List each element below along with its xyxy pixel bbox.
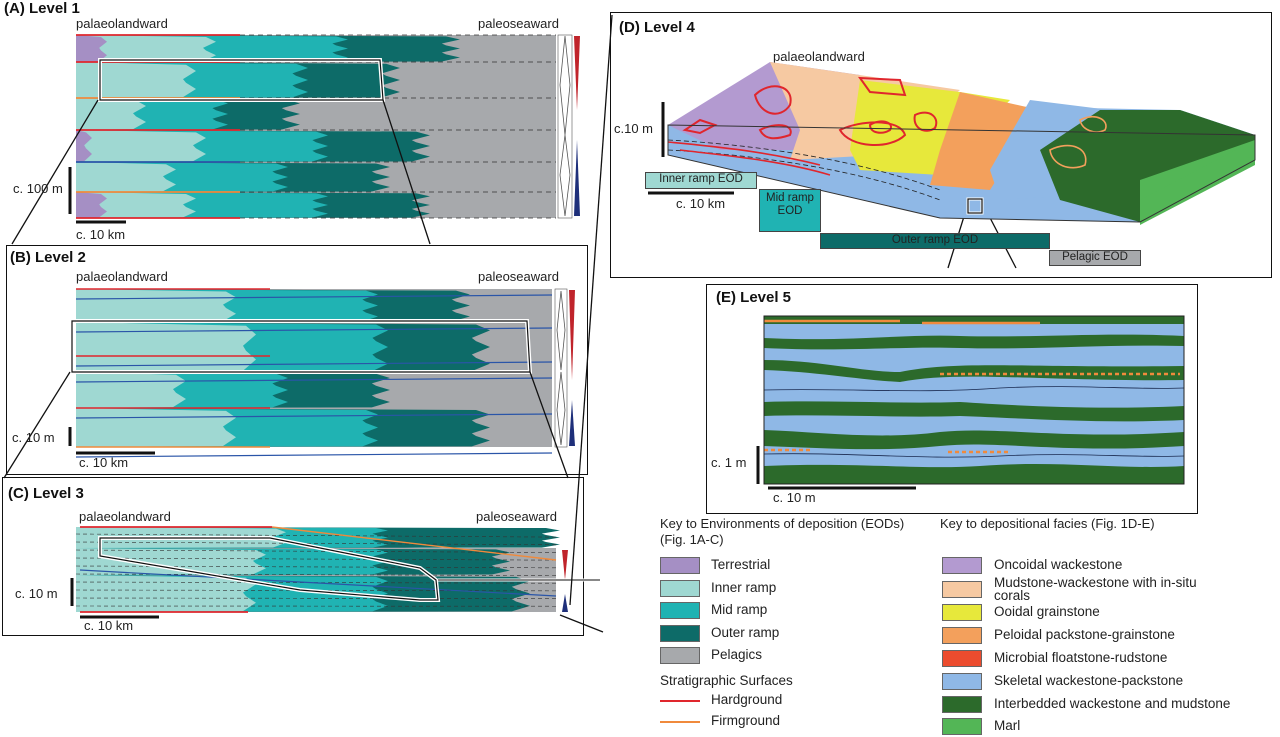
inner-ramp-unit [76,98,146,130]
panel-b-hscale: c. 10 km [79,455,129,470]
key-facies-item: Microbial floatstone-rudstone [994,650,1168,665]
panel-b-vscale: c. 10 m [12,430,55,445]
panel-c-vscale: c. 10 m [15,586,58,601]
key-eod-item: Outer ramp [711,625,780,640]
correlation-line [75,557,557,561]
terrestrial-unit [76,130,92,162]
panel-c-hscale: c. 10 km [84,618,134,633]
panel-b-landward-label: palaeolandward [76,269,168,284]
inner-ramp-unit [76,548,266,575]
key-facies-item: Interbedded wackestone and mudstone [994,696,1231,711]
terrestrial-unit [76,35,107,62]
panel-c-landward-label: palaeolandward [79,509,171,524]
key-facies-item: Skeletal wackestone-packstone [994,673,1184,688]
inner-ramp-unit [76,575,256,612]
flooding-surface [75,294,553,300]
key-facies-item: Oncoidal wackestone [994,557,1123,572]
panel-c-seaward-label: paleoseaward [476,509,557,524]
panel-a-landward-label: palaeolandward [76,16,168,31]
panel-e-vscale: c. 1 m [711,455,747,470]
correlation-line [75,597,557,599]
flooding-surface [75,361,553,367]
panel-a-vscale: c. 100 m [13,181,63,196]
panel-a-hscale: c. 10 km [76,227,126,242]
panel-b-cross-section [3,288,575,479]
eod-pelagic-label: Pelagic EOD [1049,250,1141,266]
inner-ramp-unit [76,62,196,98]
inner-ramp-unit [76,130,206,162]
key-eod-title: Key to Environments of deposition (EODs)… [660,516,905,547]
flooding-surface [75,327,553,333]
panel-d-vscale: c.10 m [614,121,654,136]
inner-ramp-unit [76,289,236,322]
key-facies-item: Mudstone-wackestone with in-situ corals [994,575,1197,603]
inner-ramp-unit [76,35,216,62]
inner-ramp-unit [76,322,256,372]
correlation-line [75,541,557,546]
swatch-outer-ramp [660,625,700,642]
swatch-inner-ramp [660,580,700,597]
swatch-interbedded [942,696,982,713]
swatch-microbial [942,650,982,667]
correlation-line [75,549,557,553]
swatch-peloidal [942,627,982,644]
flooding-surface [75,413,553,419]
panel-e-title: (E) Level 5 [716,289,792,306]
panel-a-title: (A) Level 1 [4,0,80,17]
key-eod-item: Pelagics [711,647,763,662]
key-surface-item: Firmground [711,713,781,728]
key-facies-item: Marl [994,718,1021,733]
key-surface-item: Hardground [711,692,783,707]
eod-outer-ramp-label: Outer ramp EOD [820,233,1050,249]
key-facies-title: Key to depositional facies (Fig. 1D-E) [940,516,1155,531]
firmground-surface [271,526,557,561]
eod-mid-ramp-label: Mid ramp EOD [759,189,821,232]
eod-inner-ramp-label: Inner ramp EOD [645,172,757,189]
swatch-terrestrial [660,557,700,574]
key-surfaces-title: Stratigraphic Surfaces [660,673,793,688]
panel-a-seaward-label: paleoseaward [478,16,559,31]
swatch-ooidal [942,604,982,621]
flooding-surface [79,569,557,597]
swatch-mudstone [942,581,982,598]
flooding-surface [75,377,553,383]
correlation-line [75,533,557,538]
panel-b-seaward-label: paleoseaward [478,269,559,284]
panel-d-frame [610,12,1272,278]
inner-ramp-unit [76,162,176,192]
panel-d-landward-label: palaeolandward [773,49,865,64]
key-eod-item: Mid ramp [711,602,768,617]
panel-d-title: (D) Level 4 [619,19,695,36]
panel-a-cross-section [11,34,580,245]
key-facies-item: Peloidal packstone-grainstone [994,627,1175,642]
swatch-oncoidal [942,557,982,574]
terrestrial-unit [76,192,107,218]
panel-e-frame [706,284,1198,514]
key-eod-item: Inner ramp [711,580,777,595]
panel-e-hscale: c. 10 m [773,490,816,505]
key-facies-item: Ooidal grainstone [994,604,1100,619]
key-surface-lines [660,700,700,723]
panel-d-hscale: c. 10 km [676,196,726,211]
swatch-pelagics [660,647,700,664]
panel-b-title: (B) Level 2 [10,249,86,266]
swatch-mid-ramp [660,602,700,619]
key-eod-item: Terrestrial [711,557,771,572]
panel-c-title: (C) Level 3 [8,485,84,502]
swatch-skeletal [942,673,982,690]
panel-c-cross-section [70,526,600,619]
flooding-surface [75,452,553,458]
swatch-marl [942,718,982,735]
